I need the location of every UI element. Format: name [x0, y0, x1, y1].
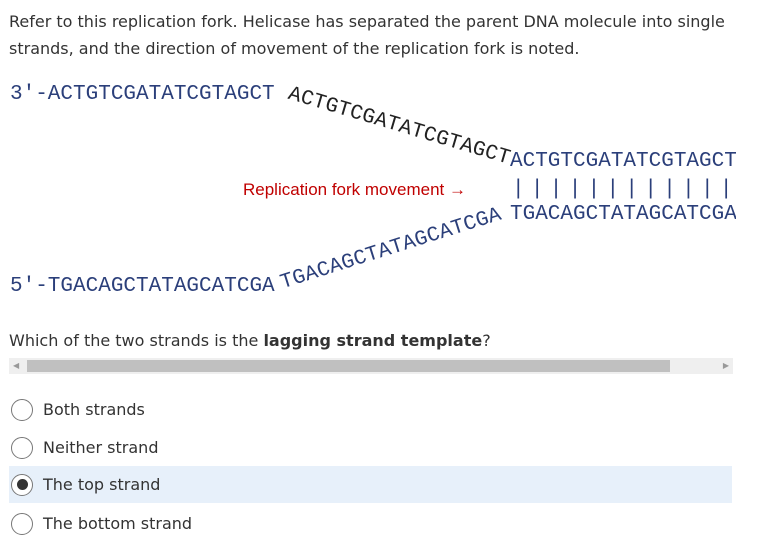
option-top-strand[interactable]: The top strand [9, 466, 732, 503]
scrollbar-thumb[interactable] [27, 360, 670, 372]
scroll-right-icon[interactable]: ▶ [722, 361, 729, 370]
radio-selected-dot [16, 479, 28, 490]
scroll-left-icon[interactable]: ◀ [13, 361, 20, 370]
top-strand-slant: ACTGTCGATATCGTAGCT [285, 82, 513, 171]
option-neither-strand[interactable]: Neither strand [9, 429, 732, 466]
fork-movement-label: Replication fork movement → [243, 180, 466, 199]
bottom-strand-right: TGACAGCTATAGCATCGA [510, 203, 736, 226]
option-label: The bottom strand [43, 514, 193, 533]
radio-button[interactable] [11, 398, 33, 421]
question-suffix: ? [482, 331, 491, 350]
base-pair-bonds: |||||||||||||||||| [512, 178, 736, 201]
radio-button[interactable] [11, 512, 33, 535]
question-text: Which of the two strands is the lagging … [9, 331, 491, 350]
option-bottom-strand[interactable]: The bottom strand [9, 505, 732, 542]
option-both-strands[interactable]: Both strands [9, 391, 732, 428]
radio-button[interactable] [11, 436, 33, 459]
question-prefix: Which of the two strands is the [9, 331, 264, 350]
top-strand-left: 3′-ACTGTCGATATCGTAGCT [10, 83, 275, 106]
bottom-strand-left: 5′-TGACAGCTATAGCATCGA [10, 275, 275, 298]
bottom-strand-slant: TGACAGCTATAGCATCGA [277, 203, 505, 296]
top-strand-right: ACTGTCGATATCGTAGCT [510, 150, 736, 173]
option-label: The top strand [43, 475, 161, 494]
question-intro: Refer to this replication fork. Helicase… [9, 12, 725, 58]
option-label: Both strands [43, 400, 145, 419]
radio-button-selected[interactable] [11, 473, 33, 496]
replication-fork-figure: 3′-ACTGTCGATATCGTAGCT ACTGTCGATATCGTAGCT… [0, 70, 736, 310]
option-label: Neither strand [43, 438, 159, 457]
horizontal-scrollbar[interactable]: ◀ ▶ [9, 358, 733, 374]
question-emphasis: lagging strand template [263, 331, 483, 350]
